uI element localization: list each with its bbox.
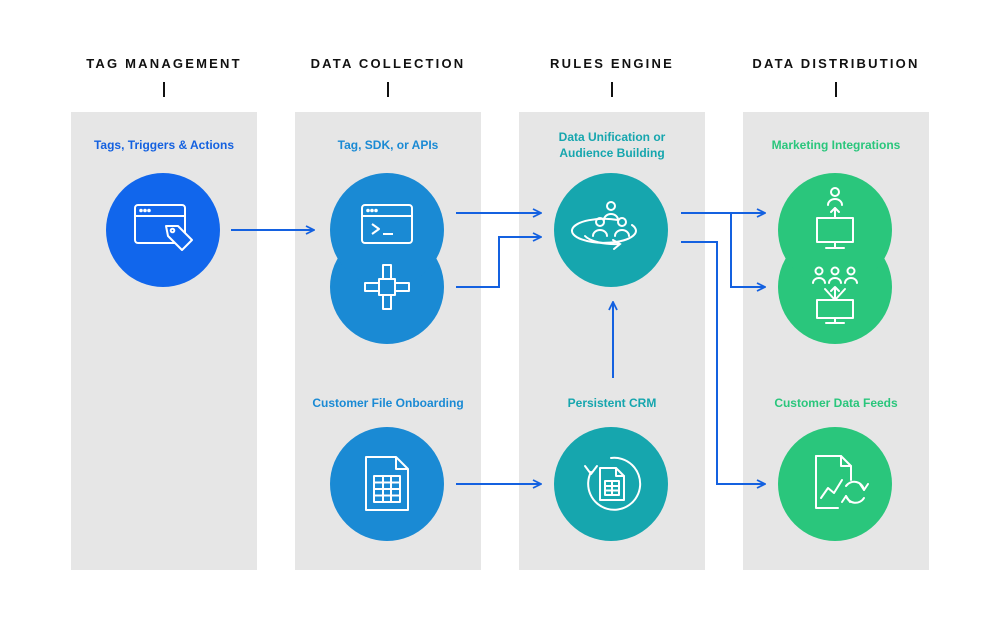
arrow-rules-to-data-feeds	[681, 241, 765, 484]
column-divider-tick	[611, 82, 613, 97]
label-customer-data-feeds: Customer Data Feeds	[774, 396, 898, 410]
chart-sync-icon	[815, 455, 869, 509]
column-header-tag-management: TAG MANAGEMENT	[86, 56, 242, 71]
label-tag-sdk-apis: Tag, SDK, or APIs	[337, 138, 439, 152]
node-data-unification	[554, 173, 668, 287]
node-customer-file-onboarding	[330, 427, 444, 541]
label-customer-file-onboarding: Customer File Onboarding	[312, 396, 464, 410]
node-marketing-integrations-group	[778, 173, 892, 344]
label-marketing-integrations: Marketing Integrations	[771, 138, 901, 152]
browser-tag-icon	[134, 204, 193, 251]
audience-ring-icon	[570, 201, 637, 250]
label-data-unification-line2: Audience Building	[559, 146, 665, 160]
group-monitor-icon	[812, 266, 858, 324]
label-tags-triggers-actions: Tags, Triggers & Actions	[93, 138, 235, 152]
user-monitor-icon	[816, 187, 854, 249]
label-data-unification-line1: Data Unification or	[558, 130, 666, 144]
column-header-rules-engine: RULES ENGINE	[550, 56, 674, 71]
label-persistent-crm: Persistent CRM	[567, 396, 657, 410]
connector-cross-icon	[364, 264, 410, 310]
refresh-document-icon	[584, 456, 642, 511]
arrow-collection-to-rules-bottom	[456, 237, 541, 288]
node-tag-sdk-apis	[330, 173, 444, 287]
code-window-icon	[361, 204, 413, 244]
column-divider-tick	[163, 82, 165, 97]
arrow-rules-to-distribution-branch	[730, 213, 765, 287]
node-tag-sdk-apis-group	[330, 173, 444, 344]
column-divider-tick	[835, 82, 837, 97]
column-header-data-collection: DATA COLLECTION	[310, 56, 466, 71]
column-divider-tick	[387, 82, 389, 97]
node-tags-triggers-actions	[106, 173, 220, 287]
node-customer-data-feeds	[778, 427, 892, 541]
node-persistent-crm	[554, 427, 668, 541]
connector-arrows	[231, 213, 765, 484]
column-header-data-distribution: DATA DISTRIBUTION	[752, 56, 920, 71]
node-marketing-integrations	[778, 173, 892, 287]
spreadsheet-file-icon	[365, 456, 409, 511]
